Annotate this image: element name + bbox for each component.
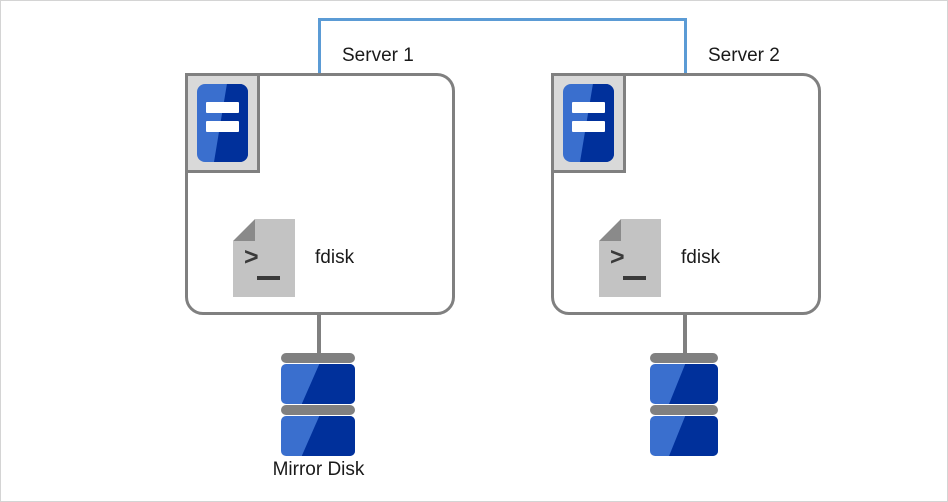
server1-disk-stack-icon [281,353,355,457]
mirror-disk-label: Mirror Disk [272,459,365,480]
server-icon-bar-bottom [206,121,239,132]
interconnect-link-right [684,18,687,76]
prompt-glyph: > [610,243,625,271]
server2-label: Server 2 [708,45,780,66]
server-icon-bar-top [572,102,605,113]
terminal-document-icon: > [233,219,295,297]
server-icon [551,73,626,173]
server1-fdisk-label: fdisk [315,247,355,268]
server2-box [551,73,821,315]
disk-bar-middle [281,405,355,415]
disk-platter-2 [281,416,355,456]
server-icon-bar-bottom [572,121,605,132]
cursor-underscore-icon [623,276,646,280]
page-fold-corner [599,219,621,241]
interconnect-link-left [318,18,321,76]
disk-bar-top [281,353,355,363]
page-fold-corner [233,219,255,241]
server1-fdisk-item: > fdisk [233,219,354,297]
disk-platter-1 [650,364,718,404]
server1-disk-connector [317,314,321,356]
server-icon-bar-top [206,102,239,113]
disk-platter-1 [281,364,355,404]
prompt-glyph: > [244,243,259,271]
server1-label: Server 1 [342,45,414,66]
server2-disk-connector [683,314,687,356]
disk-platter-2 [650,416,718,456]
server2-fdisk-label: fdisk [681,247,721,268]
server2-fdisk-item: > fdisk [599,219,720,297]
cursor-underscore-icon [257,276,280,280]
server1-box [185,73,455,315]
server-icon-glyph [563,84,614,162]
disk-bar-top [650,353,718,363]
server2-disk-stack-icon [650,353,718,457]
interconnect-link-top [318,18,687,21]
disk-bar-middle [650,405,718,415]
terminal-document-icon: > [599,219,661,297]
server-icon-glyph [197,84,248,162]
server-icon [185,73,260,173]
